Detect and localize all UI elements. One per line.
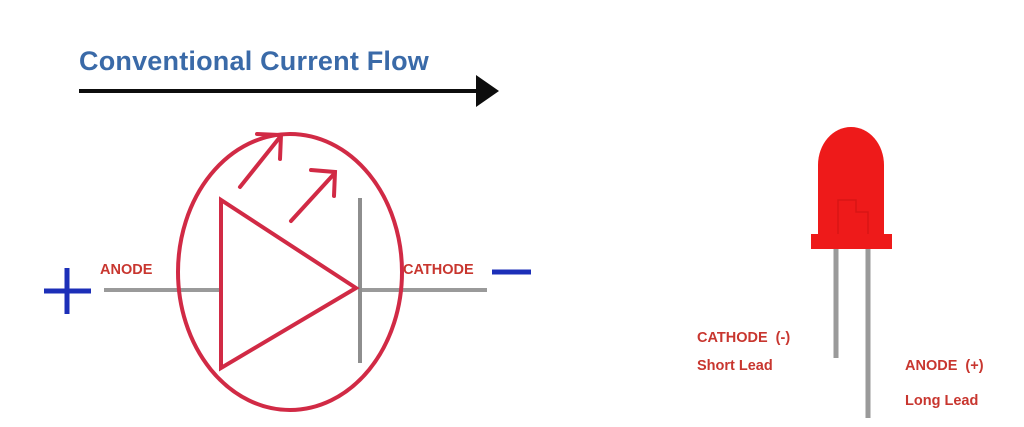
led-dome bbox=[818, 127, 884, 237]
light-arrow-1 bbox=[238, 132, 284, 189]
cathode-label: CATHODE bbox=[403, 262, 474, 278]
anode-label: ANODE bbox=[100, 262, 153, 278]
light-arrow-2 bbox=[289, 168, 338, 223]
led-cathode-label: CATHODE (-) bbox=[697, 330, 791, 346]
led-short-lead-label: Short Lead bbox=[697, 358, 773, 374]
plus-icon bbox=[44, 268, 91, 314]
diode-triangle bbox=[219, 196, 360, 372]
current-flow-arrow bbox=[79, 75, 499, 107]
page-title: Conventional Current Flow bbox=[79, 46, 430, 76]
led-component bbox=[811, 127, 892, 418]
symbol-circle bbox=[176, 132, 404, 412]
led-anode-label: ANODE (+) bbox=[905, 358, 984, 374]
led-rim bbox=[811, 234, 892, 249]
led-internal-anvil bbox=[837, 199, 869, 234]
led-long-lead-label: Long Lead bbox=[905, 393, 979, 409]
